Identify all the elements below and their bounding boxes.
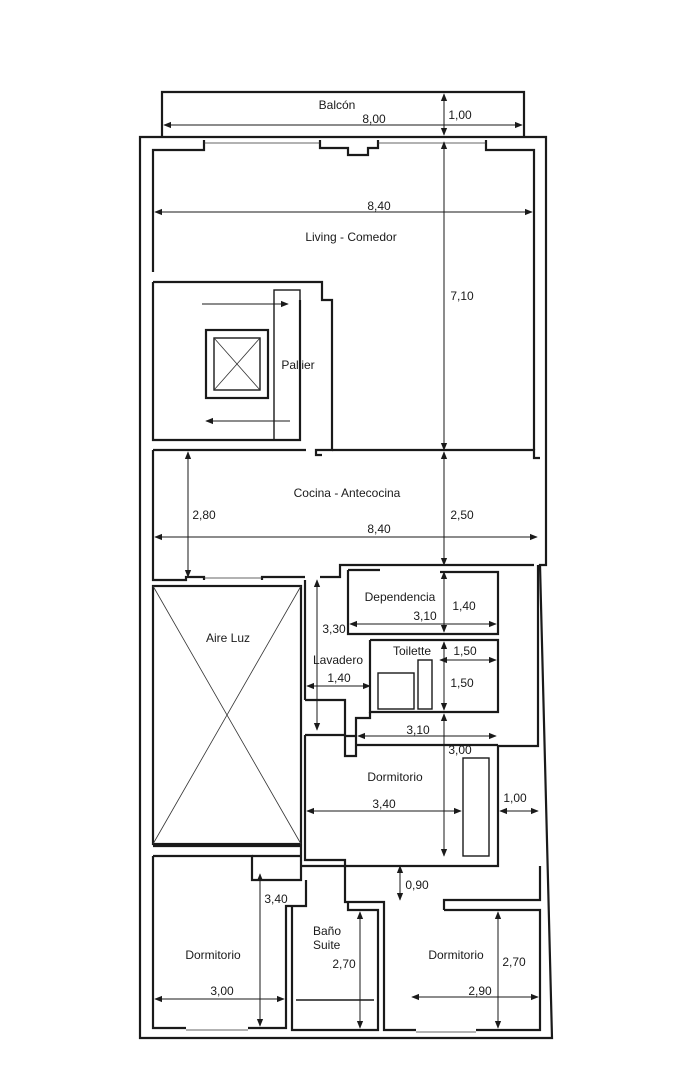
dim-value-balcon-ancho: 8,00 [362,112,386,126]
room-label-dormitorio-centro: Dormitorio [367,770,423,784]
room-label-lavadero: Lavadero [313,653,363,667]
dim-value-dorm-centro-prof: 3,00 [448,743,472,757]
dim-value-pasillo-ancho: 3,10 [406,723,430,737]
dim-value-dorm-der-ancho: 2,90 [468,984,492,998]
elevator-shaft [204,328,270,400]
dim-value-lavadero-alto: 3,30 [322,622,346,636]
dim-value-pasillo-prof: 0,90 [405,878,429,892]
room-label-dormitorio-izq: Dormitorio [185,948,241,962]
room-label-suite: Suite [313,938,341,952]
dim-value-bano-prof: 2,70 [332,957,356,971]
dim-value-toilette-ancho: 1,50 [453,644,477,658]
room-label-aire-luz: Aire Luz [206,631,250,645]
kitchen-bottom-wall [151,450,534,582]
lavadero-walls [303,565,540,868]
room-label-toilette: Toilette [393,644,431,658]
dim-value-living-prof: 7,10 [450,289,474,303]
wardrobe [462,757,490,857]
dim-value-dorm-centro-ancho: 3,40 [372,797,396,811]
walls [138,90,554,1040]
toilette-fixture [377,672,415,710]
toilette-walls [368,638,500,714]
dim-value-living-ancho: 8,40 [367,199,391,213]
dim-value-lateral: 1,00 [503,791,527,805]
lower-corridor [153,844,542,910]
dim-value-balcon-prof: 1,00 [448,108,472,122]
dorm-izq-walls [151,856,308,1030]
room-label-bano: Baño [313,924,341,938]
dim-value-dorm-izq-ancho: 3,00 [210,984,234,998]
dim-value-cocina-ancho: 8,40 [367,522,391,536]
dimension-values: 8,00 1,00 8,40 7,10 2,80 2,50 8,40 3,30 … [192,108,527,998]
dim-value-dorm-izq-prof: 3,40 [264,892,288,906]
aire-luz-box [151,584,303,846]
dorm-der-walls [382,908,542,1032]
room-labels: Balcón Living - Comedor Pallier Cocina -… [185,98,484,962]
outer-wall [138,135,554,1040]
elevator-cab [213,337,261,391]
dim-value-dependencia-ancho: 3,10 [413,609,437,623]
front-wall-inner [151,140,536,450]
room-label-cocina: Cocina - Antecocina [294,486,401,500]
dimension-lines [154,93,539,1029]
room-label-living: Living - Comedor [305,230,396,244]
lavadero-partition [305,698,372,758]
room-label-balcon: Balcón [319,98,356,112]
dim-value-lavadero-ancho: 1,40 [327,671,351,685]
balcony-railing [160,90,526,137]
pallier-landing [273,289,301,441]
dim-value-cocina-prof: 2,50 [450,508,474,522]
room-label-pallier: Pallier [281,358,314,372]
kitchen-top-wall [153,448,540,460]
dim-value-cocina-izq: 2,80 [192,508,216,522]
bano-suite-walls [290,902,380,1032]
dim-value-dependencia-prof: 1,40 [452,599,476,613]
room-label-dormitorio-der: Dormitorio [428,948,484,962]
dim-value-dorm-der-prof: 2,70 [502,955,526,969]
dependencia-walls [346,568,500,636]
toilette-fixture-2 [417,659,433,710]
room-label-dependencia: Dependencia [365,590,436,604]
dim-value-toilette-prof: 1,50 [450,676,474,690]
